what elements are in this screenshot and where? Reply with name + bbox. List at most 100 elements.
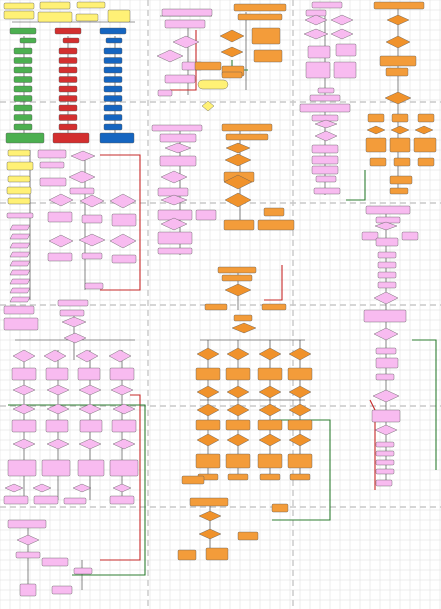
process-box-pink-shape xyxy=(109,495,135,505)
decision-diamond xyxy=(70,150,96,162)
process-box-red xyxy=(58,114,78,121)
process-box-green xyxy=(13,85,33,93)
process-box-orange-shape xyxy=(389,137,411,153)
process-box-pink xyxy=(375,373,395,381)
process-box-shape xyxy=(76,1,106,9)
terminal-pill xyxy=(197,79,229,90)
decision-diamond xyxy=(201,100,215,112)
process-box-green-shape xyxy=(13,85,33,93)
process-box-pink-shape xyxy=(335,43,357,57)
process-box-red xyxy=(58,66,78,74)
decision-diamond-shape xyxy=(4,483,24,493)
process-box-orange-shape xyxy=(271,503,289,513)
process-box-pink-shape xyxy=(3,495,29,505)
decision-diamond-shape xyxy=(110,384,134,396)
decision-diamond xyxy=(414,125,434,135)
process-box-orange xyxy=(253,49,283,63)
process-box-pink-shape xyxy=(375,459,395,466)
process-box-orange xyxy=(217,266,257,274)
process-box-pink-shape xyxy=(161,8,213,17)
process-box-pink-shape xyxy=(377,271,397,279)
process-box-pink-shape xyxy=(377,281,397,289)
decision-diamond-shape xyxy=(196,403,220,417)
process-box-pink xyxy=(15,551,41,559)
decision-diamond-shape xyxy=(198,528,222,540)
process-box-pink-shape xyxy=(9,287,31,294)
process-box-pink-shape xyxy=(313,187,341,195)
decision-diamond-shape xyxy=(414,125,434,135)
process-box-green xyxy=(9,27,37,35)
decision-diamond xyxy=(330,28,354,40)
decision-diamond xyxy=(109,193,137,209)
process-box-pink-shape xyxy=(164,19,206,29)
process-box-orange-shape xyxy=(385,67,409,77)
process-box-pink xyxy=(41,459,71,477)
process-box-pink-shape xyxy=(45,367,69,381)
connector-red xyxy=(264,265,283,301)
process-box-pink xyxy=(47,252,73,262)
process-box-red-shape xyxy=(58,57,78,64)
decision-diamond xyxy=(61,316,87,328)
decision-diamond-shape xyxy=(224,153,252,167)
process-box-pink xyxy=(375,441,395,448)
process-box-orange-shape xyxy=(195,453,221,469)
decision-diamond xyxy=(63,332,87,344)
process-box-pink-shape xyxy=(109,367,135,381)
process-box-pink-shape xyxy=(377,251,397,259)
process-box-pink xyxy=(157,187,189,197)
process-box-shape xyxy=(107,9,131,23)
process-box-shape xyxy=(7,149,31,157)
process-box xyxy=(37,11,73,23)
process-box-shape xyxy=(7,197,31,205)
process-box-orange-shape xyxy=(205,547,229,561)
process-box-red-shape xyxy=(58,76,78,83)
decision-diamond-shape xyxy=(390,125,410,135)
decision-diamond-shape xyxy=(46,384,70,396)
process-box xyxy=(3,10,35,20)
process-box-orange-shape xyxy=(251,27,281,45)
process-box-pink-shape xyxy=(9,278,31,285)
process-box-orange xyxy=(181,475,205,485)
process-box xyxy=(3,2,35,10)
process-box-orange xyxy=(261,303,287,311)
decision-diamond xyxy=(219,29,245,43)
process-box-pink-shape xyxy=(375,357,399,369)
decision-diamond-shape xyxy=(72,483,92,493)
process-box-orange-shape xyxy=(287,419,313,431)
process-box-orange-shape xyxy=(221,123,273,132)
process-box-pink xyxy=(33,495,59,505)
decision-diamond xyxy=(108,349,132,363)
process-box-orange-shape xyxy=(257,419,283,431)
decision-diamond xyxy=(4,483,24,493)
process-box-pink-shape xyxy=(11,367,37,381)
decision-diamond xyxy=(288,403,312,417)
process-box-red xyxy=(62,37,80,44)
decision-diamond-shape xyxy=(75,349,99,363)
process-box-orange-shape xyxy=(204,303,228,311)
process-box-pink xyxy=(377,281,397,289)
decision-diamond-shape xyxy=(258,433,282,447)
process-box-pink-shape xyxy=(157,187,189,197)
decision-diamond-shape xyxy=(43,349,67,363)
process-box-pink-shape xyxy=(315,175,337,183)
process-box-pink xyxy=(3,317,39,331)
process-box-orange xyxy=(263,207,285,217)
process-box-pink-shape xyxy=(41,459,71,477)
process-box-pink xyxy=(84,282,104,290)
process-box-pink xyxy=(9,260,31,267)
process-box-orange xyxy=(237,531,259,541)
process-box-orange-shape xyxy=(391,113,409,123)
process-box-pink-shape xyxy=(157,89,173,97)
process-box-orange xyxy=(369,157,387,167)
process-box-orange xyxy=(365,137,387,153)
process-box-pink-shape xyxy=(375,468,395,475)
process-box-red-shape xyxy=(58,66,78,74)
process-box-pink-shape xyxy=(299,103,351,113)
process-box-pink xyxy=(315,175,337,183)
process-box-orange xyxy=(195,419,221,431)
decision-diamond xyxy=(12,403,36,415)
decision-diamond xyxy=(314,130,338,142)
decision-diamond-shape xyxy=(384,91,412,105)
decision-diamond-shape xyxy=(61,316,87,328)
decision-diamond-shape xyxy=(224,192,252,208)
